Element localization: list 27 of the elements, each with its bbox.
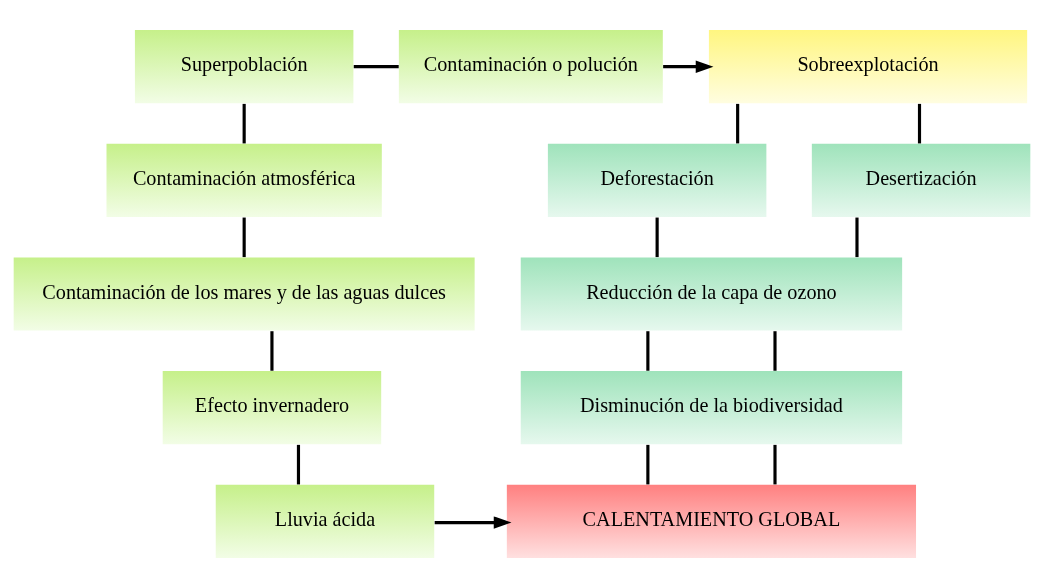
node-box: Sobreexplotación: [708, 29, 1028, 103]
node-box: Contaminación de los mares y de las aguas dulces: [13, 256, 475, 331]
node-box: Lluvia ácida: [215, 484, 435, 558]
node-box: Reducción de la capa de ozono: [520, 256, 903, 331]
node-box: Superpoblación: [134, 29, 354, 103]
node-box: Contaminación atmosférica: [106, 143, 382, 217]
node-box: Contaminación o polución: [398, 29, 663, 103]
node-box: Disminución de la biodiversidad: [520, 370, 903, 444]
connector: [646, 444, 650, 484]
connector: [646, 330, 650, 371]
connector: [296, 444, 301, 484]
node-box: Deforestación: [547, 143, 767, 217]
arrow: [434, 515, 512, 529]
connector: [242, 217, 246, 257]
connector: [773, 444, 777, 484]
connector: [855, 217, 859, 257]
connector: [773, 330, 777, 371]
connector: [655, 217, 659, 257]
connector: [917, 103, 922, 143]
connector: [353, 64, 399, 68]
node-box: Desertización: [811, 143, 1031, 217]
arrow: [663, 59, 714, 73]
node-box: CALENTAMIENTO GLOBAL: [506, 484, 917, 558]
connector: [242, 103, 246, 143]
node-box: Efecto invernadero: [162, 370, 382, 444]
connector: [736, 103, 740, 143]
connector: [270, 330, 274, 371]
